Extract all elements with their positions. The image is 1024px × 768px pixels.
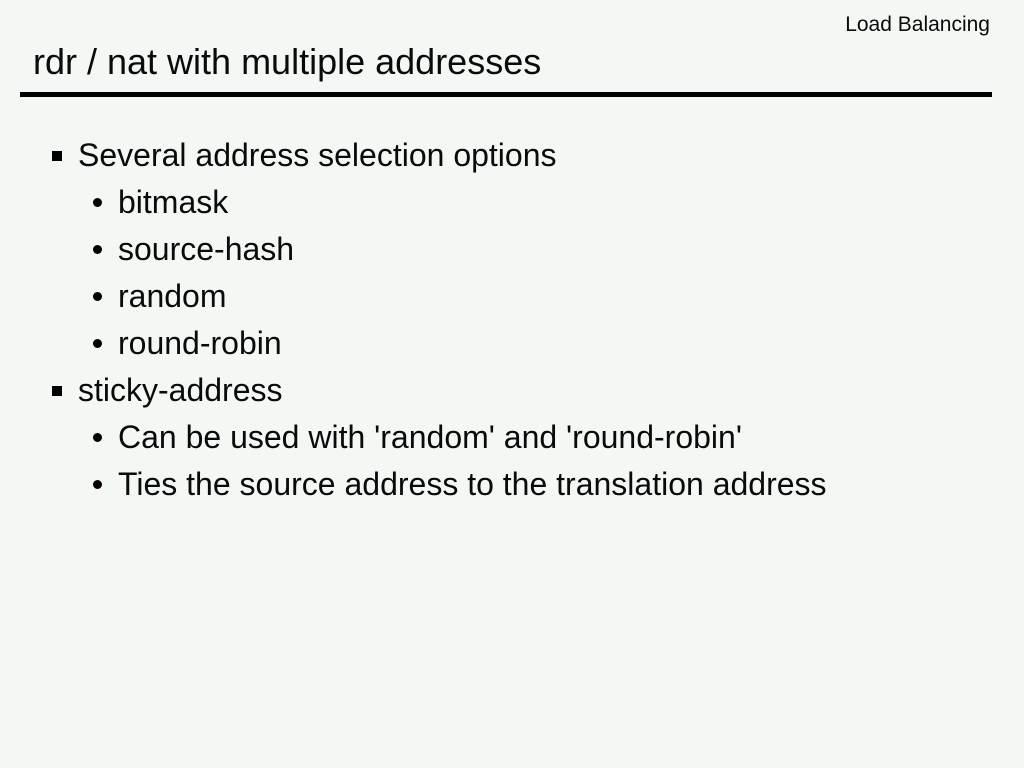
round-bullet-icon: [93, 480, 102, 489]
list-item-text: Several address selection options: [78, 136, 557, 173]
list-item: sticky-address: [0, 366, 1024, 413]
list-item: source-hash: [0, 225, 1024, 272]
list-item: Ties the source address to the translati…: [0, 460, 1024, 507]
square-bullet-icon: [52, 385, 62, 396]
title-divider: [20, 92, 992, 97]
list-item-text: bitmask: [118, 183, 229, 220]
round-bullet-icon: [93, 292, 102, 301]
list-item-text: random: [118, 277, 227, 314]
round-bullet-icon: [93, 198, 102, 207]
slide-context-label: Load Balancing: [845, 13, 990, 36]
round-bullet-icon: [93, 339, 102, 348]
list-item-text: source-hash: [118, 230, 295, 267]
round-bullet-icon: [93, 433, 102, 442]
page-title: rdr / nat with multiple addresses: [33, 41, 542, 82]
list-item: random: [0, 272, 1024, 319]
list-item: Can be used with 'random' and 'round-rob…: [0, 413, 1024, 460]
list-item: round-robin: [0, 319, 1024, 366]
bullet-list: Several address selection options bitmas…: [0, 131, 1024, 507]
round-bullet-icon: [93, 245, 102, 254]
list-item: bitmask: [0, 178, 1024, 225]
list-item-text: round-robin: [118, 324, 282, 361]
square-bullet-icon: [52, 150, 62, 161]
list-item-text: Can be used with 'random' and 'round-rob…: [118, 418, 742, 455]
list-item: Several address selection options: [0, 131, 1024, 178]
list-item-text: Ties the source address to the translati…: [118, 465, 827, 502]
list-item-text: sticky-address: [78, 371, 283, 408]
